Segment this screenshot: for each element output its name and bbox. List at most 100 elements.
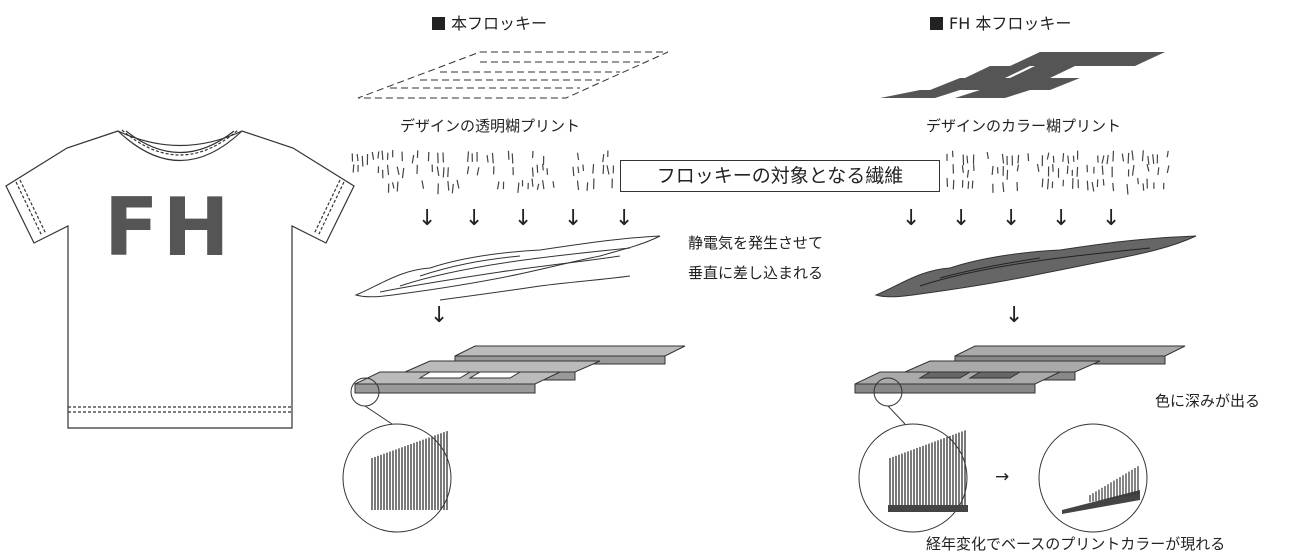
tshirt-illustration [5, 129, 355, 429]
aging-arrow-icon: → [995, 467, 1010, 487]
fiber-strand [1101, 155, 1105, 164]
fiber-strand [1152, 154, 1155, 164]
fiber-strand [1066, 165, 1069, 175]
fiber-strand [1102, 179, 1105, 186]
down-arrow-icon: ↓ [902, 206, 921, 231]
left-zoom-indicator [342, 377, 452, 533]
down-arrow-icon: ↓ [465, 206, 484, 231]
right-flock-fibers [874, 235, 1197, 298]
fiber-strand [386, 164, 390, 176]
down-arrow-icon: ↓ [1102, 206, 1121, 231]
fibers-row [351, 150, 1170, 195]
fiber-strand [511, 153, 514, 164]
fiber-strand [1091, 181, 1095, 192]
fiber-strand [536, 183, 540, 190]
left-zoom-fibers [371, 431, 448, 510]
fiber-strand [1146, 164, 1150, 172]
right-zoom-fibers [888, 430, 1140, 514]
fiber-strand [486, 155, 489, 163]
fiber-strand [542, 164, 544, 171]
down-arrow-icon: ↓ [514, 206, 533, 231]
down-arrow-icon: ↓ [564, 206, 583, 231]
fiber-strand [991, 165, 994, 176]
left-transparent-print-pattern [357, 51, 669, 99]
fiber-strand [381, 150, 384, 160]
down-arrow-icon: ↓ [1002, 206, 1021, 231]
fiber-strand [1112, 182, 1115, 192]
square-bullet-icon [930, 17, 943, 30]
tshirt-logo: FH [104, 181, 234, 274]
fiber-strand [352, 164, 355, 173]
fiber-strand [377, 151, 380, 159]
fiber-strand [592, 164, 595, 174]
right-title-text: FH 本フロッキー [949, 14, 1072, 33]
fiber-strand [1046, 152, 1050, 160]
right-title: FH 本フロッキー [930, 10, 1071, 34]
fiber-strand [491, 152, 494, 164]
fiber-strand [606, 165, 610, 175]
right-print-label: デザインのカラー糊プリント [926, 117, 1122, 135]
fiber-strand [576, 180, 580, 191]
fiber-strand [582, 164, 585, 172]
aging-label: 経年変化でベースのプリントカラーが現れる [926, 535, 1226, 553]
fiber-strand [1137, 178, 1139, 185]
fiber-strand [602, 154, 605, 163]
fiber-strand [1131, 165, 1135, 176]
fiber-strand [371, 151, 375, 160]
fiber-strand [447, 167, 449, 178]
fiber-strand [517, 182, 520, 193]
fiber-strand [411, 154, 415, 164]
static-label-line2: 垂直に差し込まれる [688, 264, 824, 282]
fiber-strand [401, 167, 405, 179]
square-bullet-icon [432, 17, 445, 30]
fiber-strand [1067, 155, 1070, 164]
fiber-strand [1157, 167, 1160, 176]
fiber-strand [1131, 150, 1134, 161]
left-title-text: 本フロッキー [451, 14, 548, 33]
left-print-label: デザインの透明糊プリント [400, 117, 581, 135]
static-label-line1: 静電気を発生させて [688, 234, 824, 252]
down-arrow-icon: ↓ [418, 206, 437, 231]
down-arrow-icon: ↓ [430, 303, 449, 328]
fiber-strand [476, 167, 480, 176]
left-flocked-slab [354, 345, 686, 394]
down-arrow-icon: ↓ [1005, 303, 1024, 328]
fiber-strand [396, 166, 400, 176]
fiber-strand [577, 166, 580, 174]
fiber-strand [586, 182, 589, 191]
fiber-strand [1147, 155, 1150, 165]
fiber-strand [456, 179, 460, 189]
fiber-strand [1142, 183, 1145, 191]
fiber-strand [436, 166, 440, 176]
fiber-strand [1106, 154, 1109, 165]
fiber-strand [1141, 150, 1144, 162]
fiber-strand [1001, 153, 1005, 164]
fiber-strand [447, 180, 450, 191]
fiber-strand [966, 169, 970, 178]
fiber-strand [1002, 182, 1005, 193]
fiber-strand [1086, 180, 1089, 191]
fiber-strand [572, 166, 575, 177]
fiber-strand [552, 181, 555, 188]
fiber-strand [1121, 153, 1125, 162]
down-arrow-icon: ↓ [1052, 206, 1071, 231]
fiber-strand [967, 181, 970, 189]
fiber-strand [961, 165, 964, 173]
fiber-strand [1052, 155, 1055, 163]
fiber-strand [1046, 178, 1050, 190]
fiber-strand [442, 167, 445, 178]
fiber-strand [986, 151, 989, 160]
right-flocked-slab [854, 345, 1186, 394]
zoom-base [888, 505, 968, 512]
fiber-strand [356, 153, 359, 162]
fiber-strand [1036, 163, 1040, 172]
fiber-strand [396, 181, 399, 192]
fiber-strand [1017, 154, 1020, 164]
fiber-strand [1101, 165, 1104, 175]
depth-label: 色に深みが出る [1155, 392, 1261, 410]
fiber-strand [531, 167, 534, 177]
right-color-print-pattern [880, 52, 1165, 98]
fiber-strand [1166, 150, 1169, 158]
fiber-strand [1041, 178, 1044, 188]
